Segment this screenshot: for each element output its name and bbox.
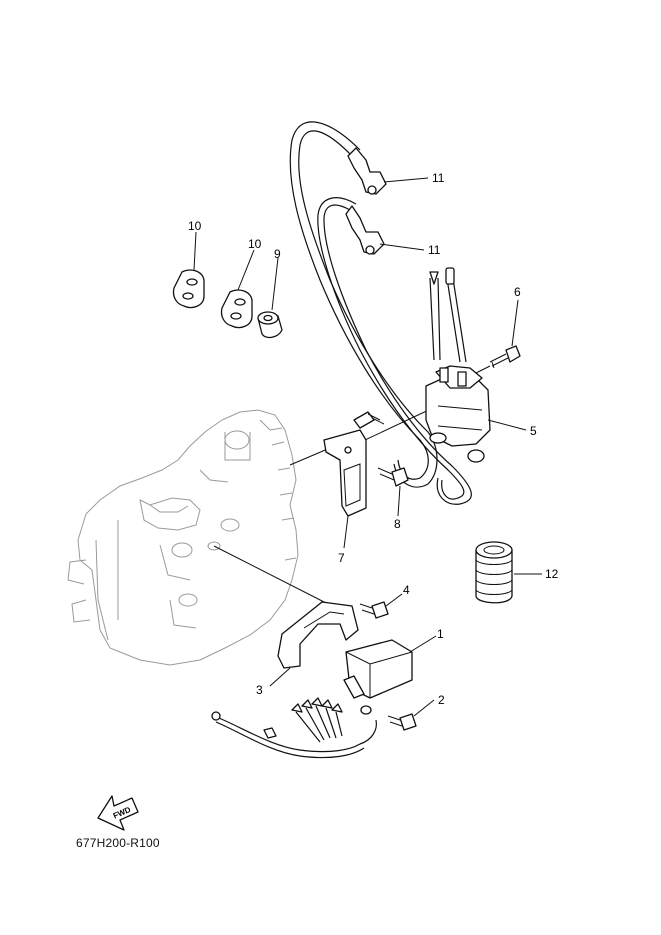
leader-11-lower (379, 243, 425, 251)
callout-2: 2 (438, 693, 445, 707)
cord-holder-10-left (172, 269, 205, 309)
grommet-9 (257, 311, 283, 339)
leader-1 (409, 635, 437, 653)
cdi-unit-1 (343, 639, 413, 715)
leader-10-left (193, 231, 197, 271)
engine-block-outline (67, 409, 299, 666)
callout-7: 7 (338, 551, 345, 565)
callout-1: 1 (437, 627, 444, 641)
bolt-4 (359, 601, 389, 619)
leader-11-upper (383, 177, 429, 183)
callout-11-lower: 11 (428, 243, 441, 257)
fwd-arrow-icon: FWD (97, 795, 139, 831)
leader-engine-bracket3 (213, 545, 331, 606)
callout-9: 9 (274, 247, 281, 261)
callout-11-upper: 11 (432, 171, 445, 185)
leader-engine-bracket7 (289, 447, 331, 466)
leader-10-right (237, 249, 255, 291)
high-tension-cords (289, 121, 472, 505)
leader-2 (413, 699, 435, 717)
leader-6 (511, 299, 519, 347)
bolt-6 (489, 345, 521, 369)
callout-8: 8 (394, 517, 401, 531)
cord-holder-10-right (220, 289, 253, 329)
bracket-7 (323, 411, 385, 517)
callout-4: 4 (403, 583, 410, 597)
callout-10-right: 10 (248, 237, 262, 251)
wire-harness (211, 697, 377, 759)
bolt-8 (377, 467, 409, 487)
leader-5 (487, 419, 527, 431)
leader-8 (397, 485, 401, 517)
callout-5: 5 (530, 424, 537, 438)
leader-7 (343, 515, 349, 549)
spark-plug-cap-lower (345, 205, 385, 255)
callout-6: 6 (514, 285, 521, 299)
spark-plug-cap-upper (347, 147, 387, 195)
ignition-coil-5 (425, 267, 491, 463)
bolt-2 (387, 713, 417, 731)
leader-3 (269, 667, 291, 687)
callout-10-left: 10 (188, 219, 202, 233)
drawing-code: 677H200-R100 (76, 836, 160, 850)
leader-4 (385, 593, 403, 607)
callout-3: 3 (256, 683, 263, 697)
leader-9 (271, 257, 279, 311)
spring-12 (475, 541, 513, 604)
callout-12: 12 (545, 567, 559, 581)
bracket-3 (277, 601, 359, 669)
